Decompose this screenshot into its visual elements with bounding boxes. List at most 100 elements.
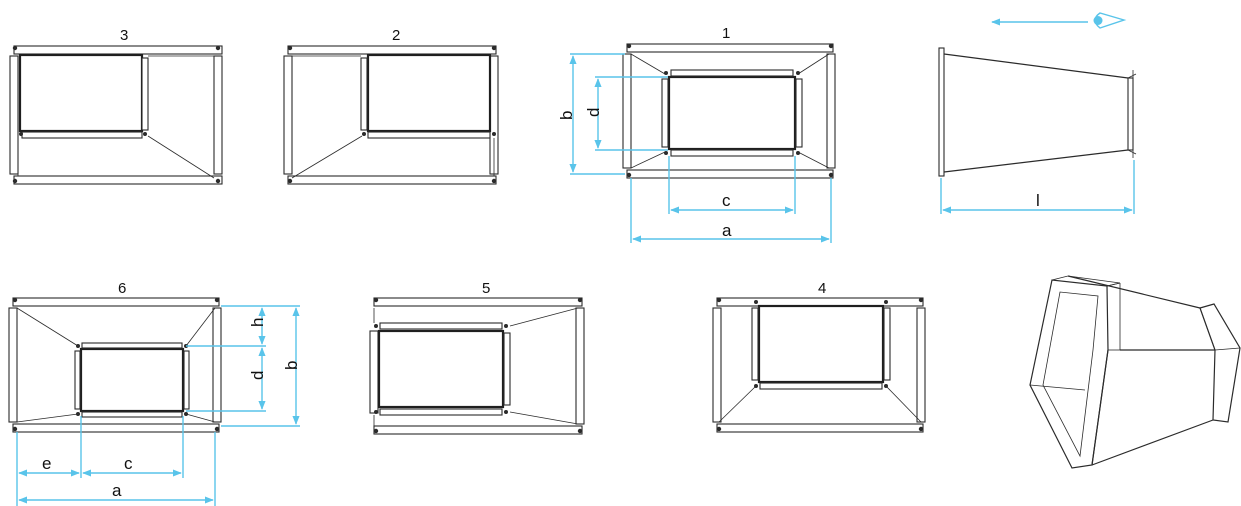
side-taper-top xyxy=(943,53,1129,79)
side-taper-bottom xyxy=(943,149,1129,173)
inner-flange-left xyxy=(360,57,368,131)
inlet-frame-edge xyxy=(1029,384,1086,391)
inlet-frame-outline xyxy=(1029,279,1109,469)
outer-flange-right xyxy=(916,307,926,423)
transition-edge xyxy=(885,385,922,423)
inner-flange-left xyxy=(74,350,81,410)
inner-outlet xyxy=(377,329,505,409)
transition-edge xyxy=(630,53,666,75)
outer-flange-top xyxy=(626,43,834,53)
inner-flange-bottom xyxy=(379,408,503,416)
transition-edge xyxy=(185,307,216,347)
outer-flange-bottom xyxy=(626,169,834,179)
outer-flange-left xyxy=(8,307,18,423)
outer-flange-left xyxy=(369,330,379,414)
inner-flange-bottom xyxy=(670,149,794,157)
inner-flange-left xyxy=(751,307,759,381)
outer-flange-top xyxy=(12,297,220,307)
side-edge xyxy=(1127,149,1137,155)
transition-edge xyxy=(630,151,666,169)
transition-edge xyxy=(185,413,216,423)
inner-outlet xyxy=(667,75,797,151)
view-4: 4 xyxy=(712,280,926,433)
outer-flange-left xyxy=(622,53,632,169)
inner-flange-right xyxy=(795,78,803,148)
dim-label-h: h xyxy=(248,318,267,327)
outer-flange-top xyxy=(716,297,924,307)
dim-label-e: e xyxy=(42,454,51,473)
outer-flange-top xyxy=(373,297,583,307)
view-6: 6 h d b e c xyxy=(8,280,301,506)
transition-edge xyxy=(147,135,215,179)
inner-flange-top xyxy=(670,69,794,77)
inner-flange-left xyxy=(661,78,669,148)
inner-outlet xyxy=(757,304,885,384)
view-1: 1 b d c a xyxy=(557,25,836,243)
side-edge xyxy=(1127,73,1137,79)
inlet-frame-top xyxy=(1067,275,1121,284)
dim-label-l: l xyxy=(1036,191,1040,210)
inlet-frame-top xyxy=(1051,275,1069,281)
transition-edge xyxy=(509,307,579,327)
inner-outlet xyxy=(366,53,492,133)
transition-edge xyxy=(509,411,579,425)
view-label-1: 1 xyxy=(722,25,730,42)
inner-flange-right xyxy=(503,332,511,406)
inner-outlet xyxy=(79,347,185,413)
transition-edge xyxy=(16,413,79,423)
side-flange-outlet xyxy=(1127,77,1134,151)
inner-flange-right xyxy=(183,350,190,410)
outer-flange-bottom xyxy=(716,423,924,433)
view-5: 5 xyxy=(369,280,585,435)
outer-flange-bottom xyxy=(373,425,583,435)
inner-flange-right xyxy=(141,57,149,131)
view-label-5: 5 xyxy=(482,280,490,297)
dim-label-c: c xyxy=(722,191,731,210)
outer-flange-bottom xyxy=(12,423,220,433)
view-label-4: 4 xyxy=(818,280,826,297)
outer-flange-bottom xyxy=(13,175,223,185)
eye-icon xyxy=(1093,12,1127,29)
outer-flange-right xyxy=(212,307,222,423)
outlet-frame xyxy=(1199,303,1241,423)
view-label-6: 6 xyxy=(118,280,126,297)
dim-label-c: c xyxy=(124,454,133,473)
transition-edge xyxy=(718,385,757,423)
outer-flange-left xyxy=(283,55,293,175)
body-edge-top xyxy=(1067,275,1201,309)
outer-flange-bottom xyxy=(287,175,497,185)
dim-label-a: a xyxy=(112,481,122,500)
outer-flange-top xyxy=(287,45,497,55)
outer-flange-right xyxy=(826,53,836,169)
transition-edge xyxy=(291,135,363,179)
transition-edge xyxy=(16,307,79,347)
outer-flange-left xyxy=(9,55,19,175)
transition-edge xyxy=(797,53,830,75)
inner-flange-top xyxy=(81,342,183,349)
dim-label-d: d xyxy=(584,108,603,117)
outer-flange-right xyxy=(213,55,223,175)
inner-flange-bottom xyxy=(81,411,183,418)
inner-flange-right xyxy=(883,307,891,381)
side-view: l xyxy=(938,12,1137,214)
inlet-frame-inner xyxy=(1042,291,1099,458)
dim-label-a: a xyxy=(722,221,732,240)
outlet-frame-edge xyxy=(1214,347,1241,351)
dim-label-b: b xyxy=(557,111,576,120)
inlet-frame-edge xyxy=(1091,349,1109,466)
outer-flange-left xyxy=(712,307,722,423)
side-flange-inlet xyxy=(938,47,945,177)
view-label-2: 2 xyxy=(392,27,400,44)
inner-outlet xyxy=(18,53,144,133)
inner-flange-bottom xyxy=(21,131,143,139)
dim-label-b: b xyxy=(282,361,301,370)
outlet-frame-edge xyxy=(1199,307,1216,351)
transition-edge xyxy=(797,151,830,169)
view-3: 3 xyxy=(9,27,223,185)
view-label-3: 3 xyxy=(120,27,128,44)
inner-flange-bottom xyxy=(367,131,491,139)
inner-flange-top xyxy=(379,322,503,330)
outer-flange-top xyxy=(13,45,223,55)
outer-flange-right xyxy=(575,307,585,425)
